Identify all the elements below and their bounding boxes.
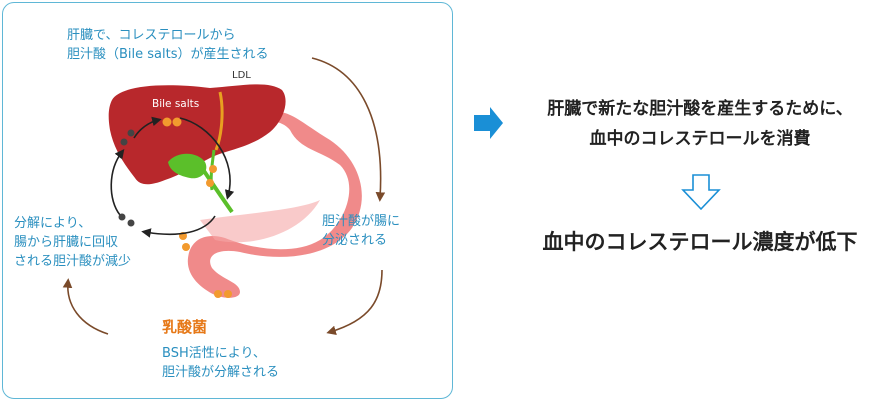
down-arrow-icon	[681, 174, 721, 211]
outer-cycle-arrows	[62, 57, 386, 335]
liver-production-label: 肝臓で、コレステロールから 胆汁酸（Bile salts）が産生される	[67, 28, 269, 62]
lactic-bacteria-label: 乳酸菌	[162, 318, 208, 336]
bile-salt-dots	[162, 117, 232, 298]
ldl-label: LDL	[232, 70, 251, 81]
degraded-dots	[118, 129, 135, 227]
secretion-label: 胆汁酸が腸に 分泌される	[322, 214, 401, 248]
reabsorption-label: 分解により、 腸から肝臓に回収 される胆汁酸が減少	[14, 216, 132, 269]
stomach-illustration	[187, 111, 362, 298]
gallbladder-illustration	[168, 149, 234, 214]
right-arrow-icon	[474, 107, 503, 139]
result-text-1: 肝臓で新たな胆汁酸を産生するために、 血中のコレステロールを消費	[547, 99, 853, 149]
bile-salts-label: Bile salts	[152, 98, 199, 110]
circulation-arrows	[110, 116, 235, 238]
liver-illustration	[108, 84, 286, 185]
bsh-label: BSH活性により、 胆汁酸が分解される	[162, 346, 280, 380]
result-text-2: 血中のコレステロール濃度が低下	[542, 230, 858, 254]
